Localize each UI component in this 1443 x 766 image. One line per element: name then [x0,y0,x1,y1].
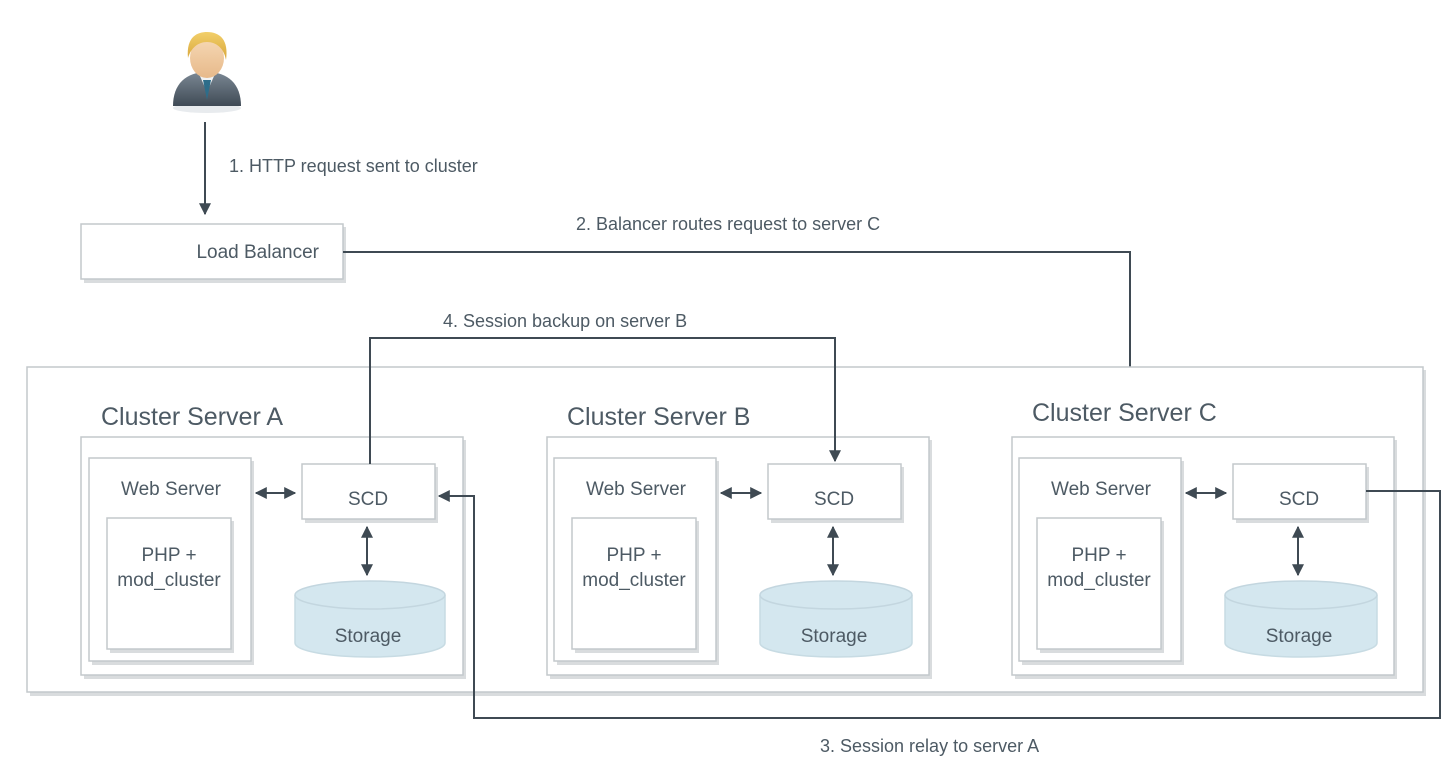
server-c-storage-icon [1224,580,1378,658]
backup-arrow [369,337,841,464]
server-c-web-server-label: Web Server [1051,479,1152,500]
server-a-php-label: PHP + [141,545,196,566]
load-balancer-label: Load Balancer [196,242,319,263]
user-icon [173,32,241,113]
server-b-storage-label: Storage [801,626,868,647]
server-b-scd-label: SCD [814,489,854,510]
server-a-storage-icon [294,580,446,658]
cluster-server-c: Cluster Server C Web Server PHP + mod_cl… [1011,399,1397,679]
server-a-scd-label: SCD [348,489,388,510]
step3-label: 3. Session relay to server A [820,736,1039,756]
server-b-web-server-label: Web Server [586,479,687,500]
step4-label: 4. Session backup on server B [443,311,687,331]
server-c-mod-cluster-label: mod_cluster [1047,570,1151,591]
server-b-storage-icon [759,580,913,658]
server-a-mod-cluster-label: mod_cluster [117,570,221,591]
server-c-title: Cluster Server C [1032,399,1217,427]
load-balancer: Load Balancer [80,223,346,283]
server-a-storage-label: Storage [335,626,402,647]
cluster-server-b: Cluster Server B Web Server PHP + mod_cl… [546,403,932,679]
server-c-storage-label: Storage [1266,626,1333,647]
server-b-php-label: PHP + [606,545,661,566]
relay-arrow [437,490,1441,719]
step1-label: 1. HTTP request sent to cluster [229,156,478,176]
route-arrow [343,251,1136,386]
server-b-mod-cluster-label: mod_cluster [582,570,686,591]
cluster-server-a: Cluster Server A Web Server PHP + mod_cl… [80,403,466,679]
step2-label: 2. Balancer routes request to server C [576,214,880,234]
server-a-web-server-label: Web Server [121,479,222,500]
server-c-php-label: PHP + [1071,545,1126,566]
server-c-scd-label: SCD [1279,489,1319,510]
server-a-title: Cluster Server A [101,403,283,431]
server-b-title: Cluster Server B [567,403,750,431]
